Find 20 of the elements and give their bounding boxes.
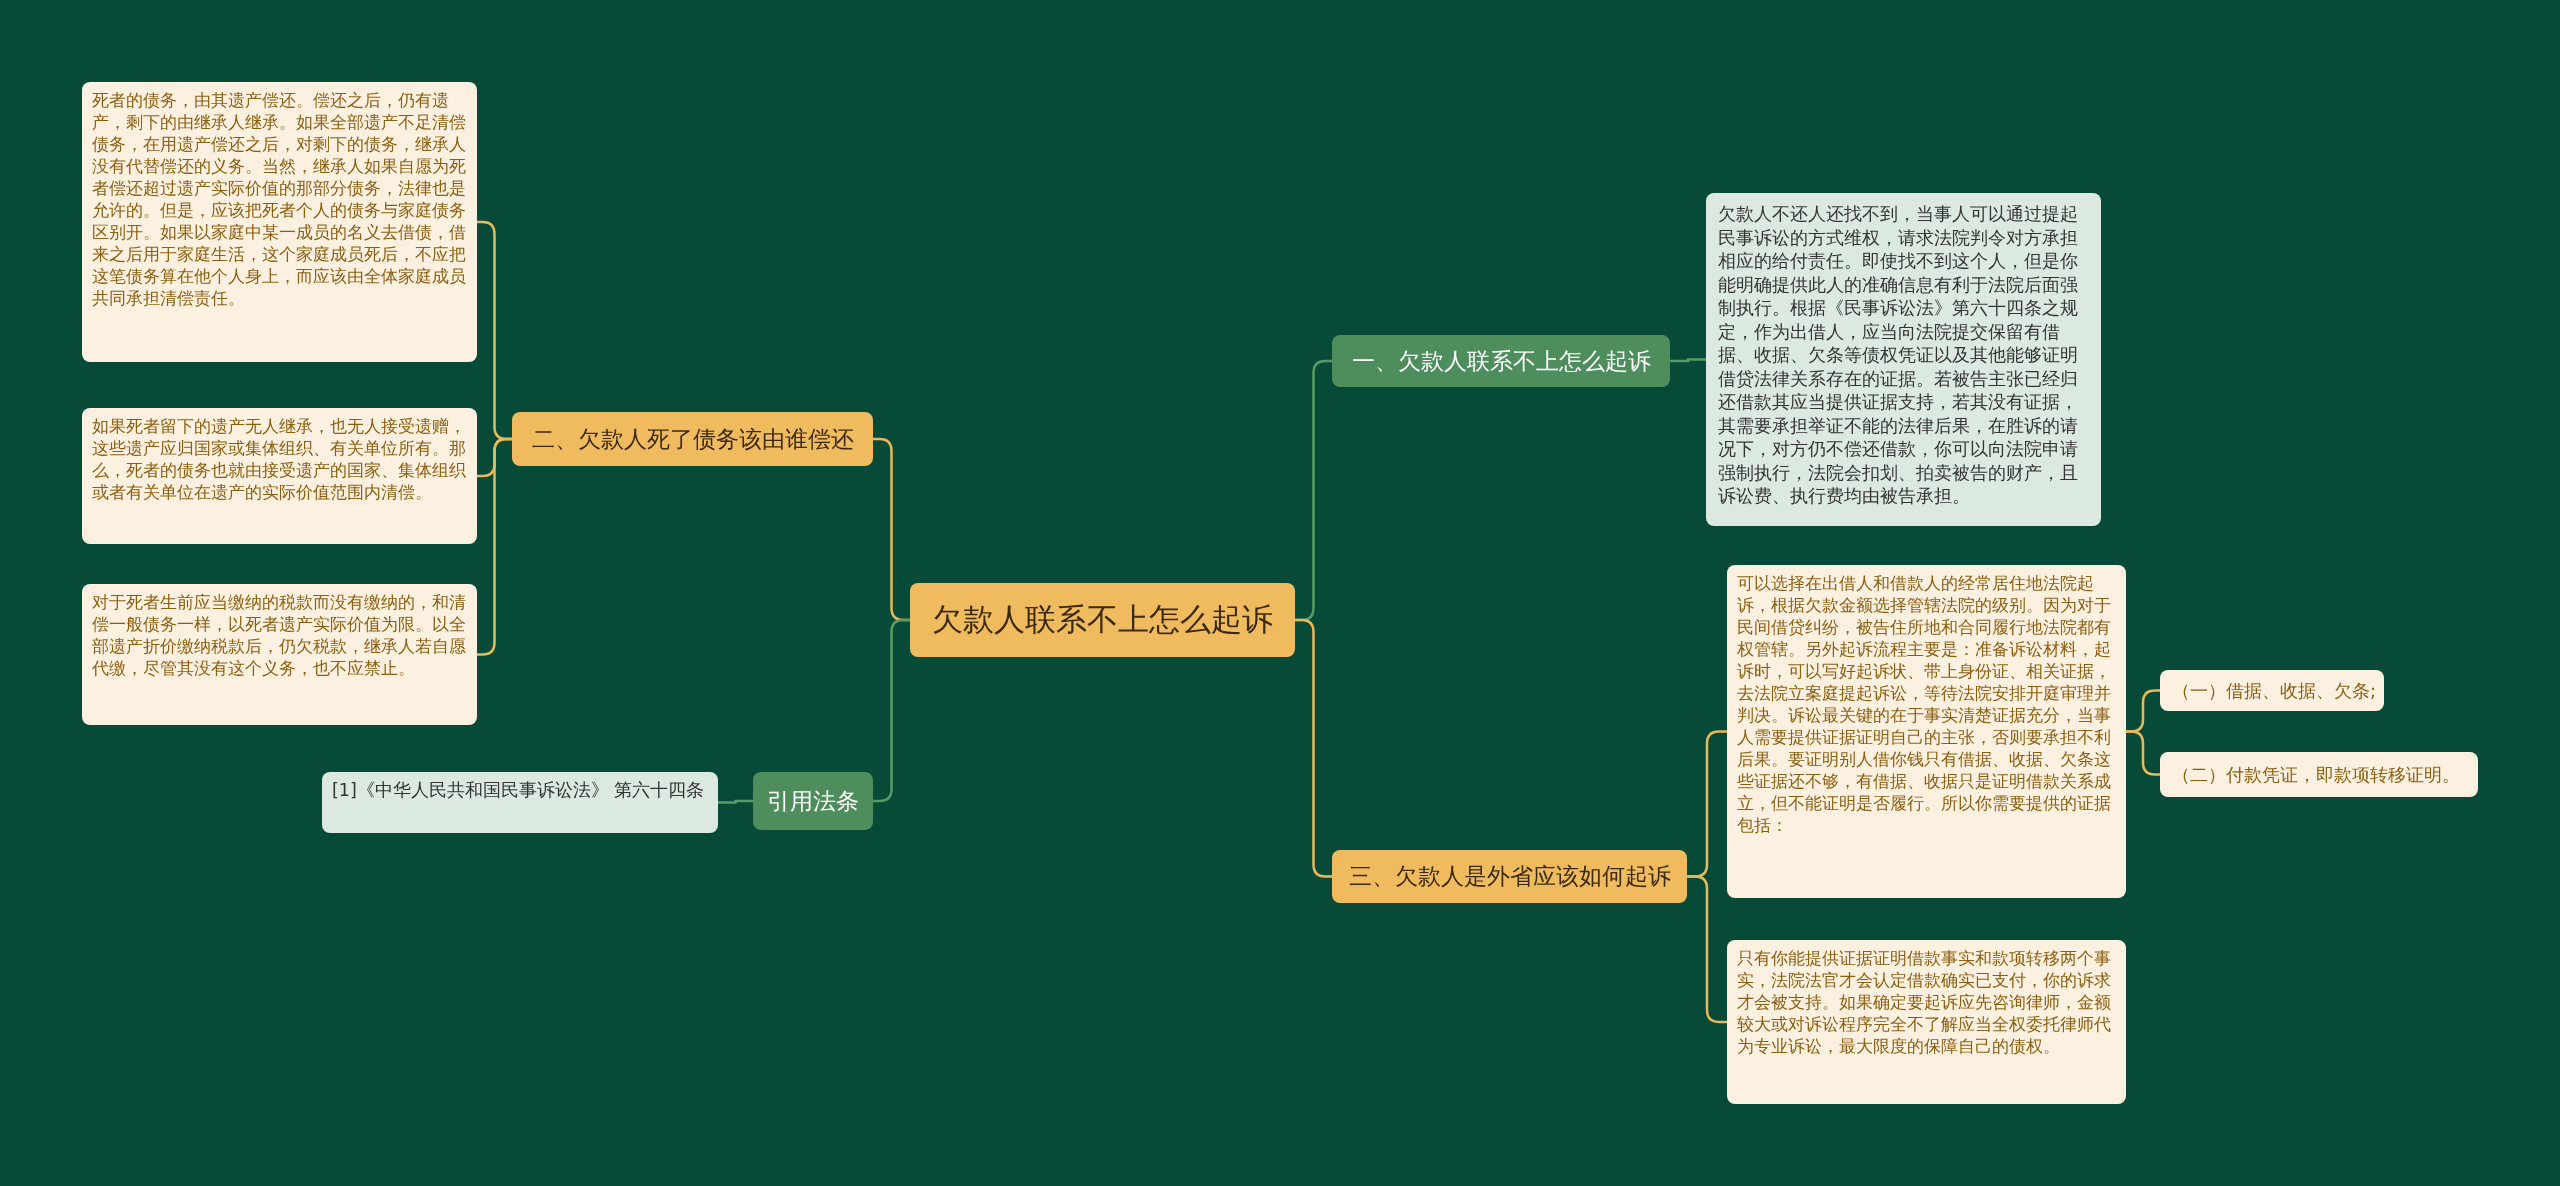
note-box: 死者的债务，由其遗产偿还。偿还之后，仍有遗产，剩下的由继承人继承。如果全部遗产不足清偿债务，在用遗产偿还之后，对剩下的债务，继承人没有代替偿还的义务。当然，继承人如果自愿为死者偿还超过遗产实际价值的那部分债务，法律也是允许的。但是，应该把死者个人的债务与家庭债务区别开。如果以家庭中某一成员的名义去借债，借来之后用于家庭生活，这个家庭成员死后，不应把这笔债务算在他个人身上，而应该由全体家庭成员共同承担清偿责任。 <box>82 82 477 362</box>
connector-line <box>2126 730 2160 776</box>
note-box: 如果死者留下的遗产无人继承，也无人接受遗赠，这些遗产应归国家或集体组织、有关单位所有。那么，死者的债务也就由接受遗产的国家、集体组织或者有关单位在遗产的实际价值范围内清偿。 <box>82 408 477 544</box>
topic-box: 一、欠款人联系不上怎么起诉 <box>1332 335 1670 387</box>
note-box: （二）付款凭证，即款项转移证明。 <box>2160 752 2478 797</box>
central-topic-box: 欠款人联系不上怎么起诉 <box>910 583 1295 657</box>
connector-line <box>1687 875 1727 1024</box>
topic-box: 二、欠款人死了债务该由谁偿还 <box>512 412 873 466</box>
note-box: 欠款人不还人还找不到，当事人可以通过提起民事诉讼的方式维权，请求法院判令对方承担相应的给付责任。即使找不到这个人，但是你能明确提供此人的准确信息有利于法院后面强制执行。根据《民事诉讼法》第六十四条之规定，作为出借人，应当向法院提交保留有借据、收据、欠条等债权凭证以及其他能够证明借贷法律关系存在的证据。若被告主张已经归还借款其应当提供证据支持，若其没有证据，其需要承担举证不能的法律后果，在胜诉的请况下，对方仍不偿还借款，你可以向法院申请强制执行，法院会扣划、拍卖被告的财产，且诉讼费、执行费均由被告承担。 <box>1706 193 2101 526</box>
note-box: 只有你能提供证据证明借款事实和款项转移两个事实，法院法官才会认定借款确实已支付，你的诉求才会被支持。如果确定要起诉应先咨询律师，金额较大或对诉讼程序完全不了解应当全权委托律师代为专业诉讼，最大限度的保障自己的债权。 <box>1727 940 2126 1104</box>
connector-line <box>718 799 753 804</box>
connector-line <box>873 618 910 803</box>
note-box: 对于死者生前应当缴纳的税款而没有缴纳的，和清偿一般债务一样，以死者遗产实际价值为限。以全部遗产折价缴纳税款后，仍欠税款，继承人若自愿代缴，尽管其没有这个义务，也不应禁止。 <box>82 584 477 725</box>
topic-box: 引用法条 <box>753 772 873 830</box>
connector-line <box>1295 618 1332 878</box>
connector-line <box>1670 358 1706 363</box>
note-box: [1]《中华人民共和国民事诉讼法》 第六十四条 <box>322 772 718 833</box>
topic-box: 三、欠款人是外省应该如何起诉 <box>1332 850 1687 903</box>
note-box: 可以选择在出借人和借款人的经常居住地法院起诉，根据欠款金额选择管辖法院的级别。因为对于民间借贷纠纷，被告住所地和合同履行地法院都有权管辖。另外起诉流程主要是：准备诉讼材料，起诉时，可以写好起诉状、带上身份证、相关证据，去法院立案庭提起诉讼，等待法院安排开庭审理并判决。诉讼最关键的在于事实清楚证据充分，当事人需要提供证据证明自己的主张，否则要承担不利后果。要证明别人借你钱只有借据、收据、欠条这些证据还不够，有借据、收据只是证明借款关系成立，但不能证明是否履行。所以你需要提供的证据包括： <box>1727 565 2126 898</box>
note-box: （一）借据、收据、欠条; <box>2160 670 2384 711</box>
